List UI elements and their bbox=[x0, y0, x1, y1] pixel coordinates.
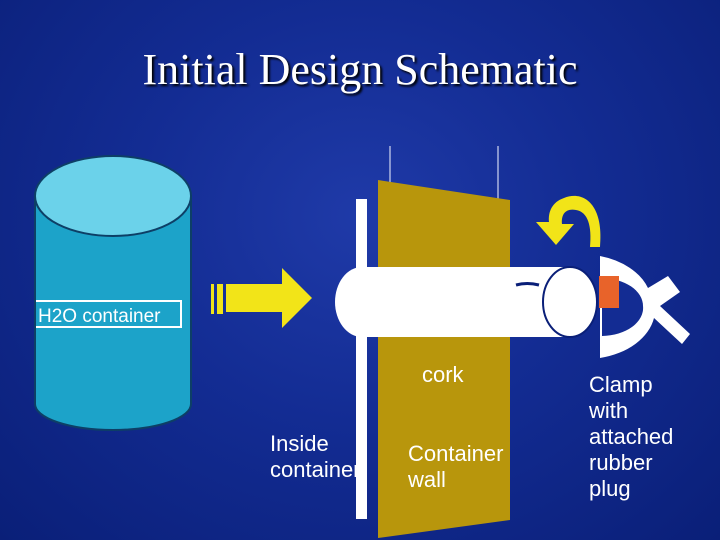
clamp-label-line: Clamp bbox=[589, 372, 653, 397]
cork-label: cork bbox=[422, 362, 464, 387]
pipe bbox=[335, 266, 598, 338]
inside-label-line: Inside bbox=[270, 431, 329, 456]
inside-wall-strip bbox=[356, 199, 367, 519]
wall-label-line: Container bbox=[408, 441, 504, 466]
inside-label-line: container bbox=[270, 457, 361, 482]
clamp-label-line: plug bbox=[589, 476, 631, 501]
wall-label-line: wall bbox=[408, 467, 446, 492]
clamp bbox=[599, 256, 690, 358]
clamp-label: Clamp with attached rubber plug bbox=[589, 372, 673, 502]
h2o-cylinder bbox=[34, 155, 192, 431]
h2o-container-label: H2O container bbox=[36, 300, 182, 328]
push-arrow bbox=[211, 268, 312, 328]
clamp-label-line: rubber bbox=[589, 450, 653, 475]
inside-container-label: Inside container bbox=[270, 431, 361, 483]
clamp-label-line: attached bbox=[589, 424, 674, 449]
container-wall-label: Container wall bbox=[408, 441, 503, 493]
clamp-label-line: with bbox=[589, 398, 629, 423]
slide-title: Initial Design Schematic bbox=[142, 45, 578, 94]
rubber-plug bbox=[599, 276, 619, 308]
rotation-arrow bbox=[536, 195, 601, 247]
